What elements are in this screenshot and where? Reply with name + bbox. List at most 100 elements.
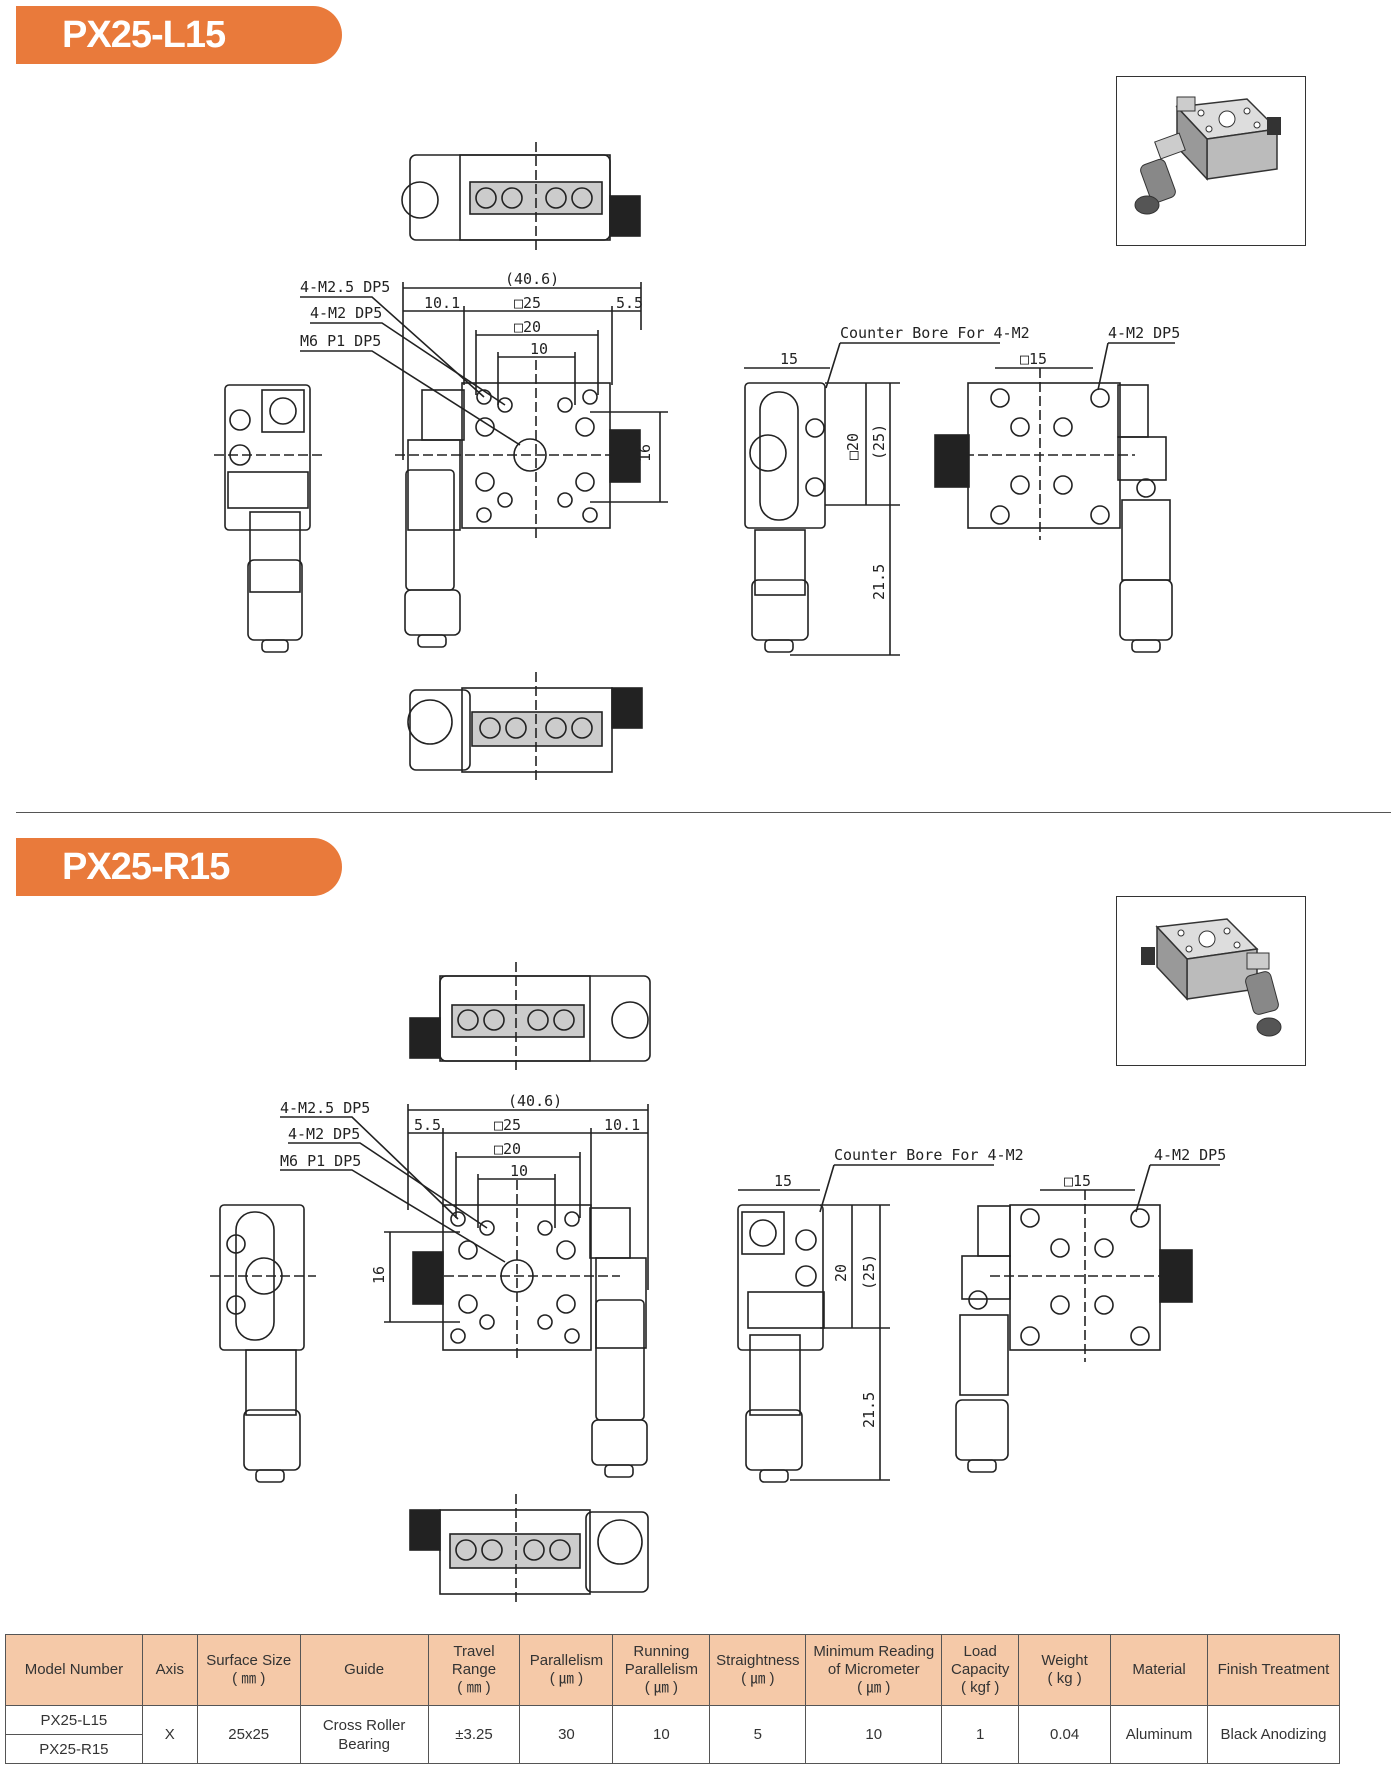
cell-guide-line2: Bearing xyxy=(338,1735,390,1753)
cell-straightness: 5 xyxy=(709,1705,807,1764)
spec-header-12: Finish Treatment xyxy=(1207,1634,1340,1706)
spec-header-line: Finish Treatment xyxy=(1217,1661,1330,1678)
spec-header-line: Load xyxy=(963,1643,997,1660)
dim-side-20: □20 xyxy=(844,433,862,460)
cell-model-l15: PX25-L15 xyxy=(5,1705,143,1735)
spec-header-line: Straightness xyxy=(716,1652,800,1669)
cell-min-reading: 10 xyxy=(805,1705,943,1764)
spec-header-line: ( kg ) xyxy=(1047,1670,1082,1687)
spec-header-line: Guide xyxy=(344,1661,385,1678)
spec-header-line: ( kgf ) xyxy=(961,1679,1000,1696)
spec-header-line: ( ㎜ ) xyxy=(232,1670,266,1687)
spec-header-line: ( ㎛ ) xyxy=(857,1679,891,1696)
cell-load-capacity: 1 xyxy=(941,1705,1020,1764)
dim-fifteen: 15 xyxy=(780,350,798,368)
cell-axis: X xyxy=(141,1705,198,1764)
iso-stage-illustration xyxy=(1134,96,1281,215)
dim-sq20: □20 xyxy=(514,318,541,336)
spec-header-line: Running xyxy=(633,1643,690,1660)
spec-header-line: Model Number xyxy=(24,1661,124,1678)
spec-header-line: Minimum Reading xyxy=(813,1643,935,1660)
cell-guide: Cross Roller Bearing xyxy=(299,1705,429,1764)
table-row: PX25-R15 xyxy=(5,1734,1340,1764)
spec-header-4: Travel Range( ㎜ ) xyxy=(427,1634,521,1706)
cell-travel-range: ±3.25 xyxy=(427,1705,521,1764)
label-bottom-holes: 4-M2 DP5 xyxy=(1108,324,1180,342)
dim-sixteen: 16 xyxy=(636,444,654,462)
label-hole-m25: 4-M2.5 DP5 xyxy=(280,1099,370,1117)
label-bottom-holes: 4-M2 DP5 xyxy=(1154,1146,1226,1164)
label-hole-m2: 4-M2 DP5 xyxy=(310,304,382,322)
dim-fifteen: 15 xyxy=(774,1172,792,1190)
iso-stage-illustration xyxy=(1141,918,1282,1037)
cell-model-r15: PX25-R15 xyxy=(5,1734,143,1764)
cell-running-parallelism: 10 xyxy=(612,1705,711,1764)
label-hole-m6: M6 P1 DP5 xyxy=(280,1152,361,1170)
dim-side-21-5: 21.5 xyxy=(860,1392,878,1428)
label-counter-bore: Counter Bore For 4-M2 xyxy=(840,324,1030,342)
dim-right-offset: 10.1 xyxy=(604,1116,640,1134)
spec-header-line: Material xyxy=(1132,1661,1186,1678)
spec-header-line: Capacity xyxy=(951,1661,1010,1678)
spec-header-line: ( ㎛ ) xyxy=(741,1670,775,1687)
spec-header-line: ( ㎛ ) xyxy=(644,1679,679,1696)
dim-side-21-5: 21.5 xyxy=(870,564,888,600)
iso-view-px25-r15 xyxy=(1116,896,1306,1066)
cell-surface-size: 25x25 xyxy=(196,1705,301,1764)
iso-view-px25-l15 xyxy=(1116,76,1306,246)
dim-sq25: □25 xyxy=(494,1116,521,1134)
label-hole-m25: 4-M2.5 DP5 xyxy=(300,278,390,296)
spec-header-line: Parallelism xyxy=(624,1661,699,1678)
spec-header-11: Material xyxy=(1110,1634,1209,1706)
cell-material: Aluminum xyxy=(1110,1705,1209,1764)
dim-sq20: □20 xyxy=(494,1140,521,1158)
spec-header-line: Parallelism xyxy=(529,1652,604,1669)
drawing-px25-r15: 4-M2.5 DP5 4-M2 DP5 M6 P1 DP5 (40.6) 5.5… xyxy=(210,962,1226,1604)
dim-sixteen: 16 xyxy=(370,1266,388,1284)
dim-right-offset: 5.5 xyxy=(616,294,643,312)
spec-header-line: Axis xyxy=(155,1661,184,1678)
label-hole-m6: M6 P1 DP5 xyxy=(300,332,381,350)
dim-ten: 10 xyxy=(510,1162,528,1180)
spec-header-10: Weight( kg ) xyxy=(1018,1634,1112,1706)
cell-finish: Black Anodizing xyxy=(1207,1705,1340,1764)
dim-left-offset: 5.5 xyxy=(414,1116,441,1134)
spec-header-line: Travel Range xyxy=(451,1643,497,1678)
spec-header-3: Guide xyxy=(299,1634,429,1706)
spec-header-5: Parallelism( ㎛ ) xyxy=(519,1634,614,1706)
dim-bottom-sq15: □15 xyxy=(1020,350,1047,368)
label-counter-bore: Counter Bore For 4-M2 xyxy=(834,1146,1024,1164)
spec-header-line: ( ㎜ ) xyxy=(457,1679,491,1696)
dim-sq25: □25 xyxy=(514,294,541,312)
section-title-px25-l15: PX25-L15 xyxy=(16,6,342,64)
dim-bottom-sq15: □15 xyxy=(1064,1172,1091,1190)
spec-header-1: Axis xyxy=(141,1634,198,1706)
spec-header-7: Straightness( ㎛ ) xyxy=(709,1634,807,1706)
table-row: PX25-L15 X 25x25 Cross Roller Bearing ±3… xyxy=(5,1705,1340,1764)
section-title-px25-r15: PX25-R15 xyxy=(16,838,342,896)
cell-guide-line1: Cross Roller xyxy=(322,1716,406,1734)
dim-overall: (40.6) xyxy=(505,270,559,288)
spec-header-line: Weight xyxy=(1041,1652,1088,1669)
spec-header-2: Surface Size( ㎜ ) xyxy=(196,1634,301,1706)
label-hole-m2: 4-M2 DP5 xyxy=(288,1125,360,1143)
dim-side-25: (25) xyxy=(870,424,888,460)
spec-header-line: ( ㎛ ) xyxy=(549,1670,584,1687)
dim-overall: (40.6) xyxy=(508,1092,562,1110)
spec-header-line: of Micrometer xyxy=(827,1661,920,1678)
drawing-px25-l15: 4-M2.5 DP5 4-M2 DP5 M6 P1 DP5 (40.6) 10.… xyxy=(214,142,1180,782)
dim-side-20: 20 xyxy=(832,1264,850,1282)
spec-header-0: Model Number xyxy=(5,1634,143,1706)
cell-parallelism: 30 xyxy=(519,1705,614,1764)
cell-weight: 0.04 xyxy=(1018,1705,1112,1764)
section-divider xyxy=(16,812,1391,813)
dim-side-25: (25) xyxy=(860,1254,878,1290)
dim-ten: 10 xyxy=(530,340,548,358)
dim-left-offset: 10.1 xyxy=(424,294,460,312)
spec-header-line: Surface Size xyxy=(206,1652,292,1669)
